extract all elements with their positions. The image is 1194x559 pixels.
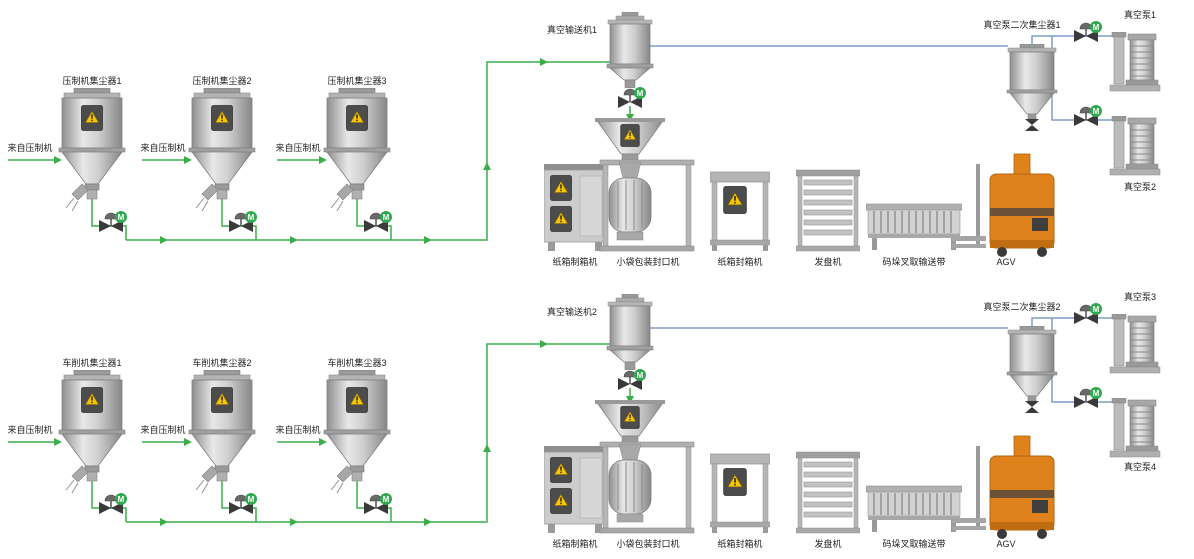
source-label: 来自压制机	[275, 143, 321, 153]
equipment-label: 纸箱封箱机	[717, 257, 763, 267]
collector-label: 车削机集尘器1	[62, 358, 122, 368]
source-label: 来自压制机	[7, 143, 53, 153]
pump-label: 真空泵4	[1123, 462, 1157, 472]
equipment-label: 纸箱封箱机	[717, 539, 763, 549]
vacuum-conveyor-label: 真空输送机1	[546, 25, 598, 35]
equipment-label: AGV	[996, 539, 1016, 549]
pump-label: 真空泵2	[1123, 182, 1157, 192]
source-label: 来自压制机	[275, 425, 321, 435]
collector-label: 车削机集尘器3	[327, 358, 387, 368]
equipment-label: AGV	[996, 257, 1016, 267]
pump-label: 真空泵1	[1123, 10, 1157, 20]
collector-label: 压制机集尘器1	[62, 76, 122, 86]
secondary-collector-label: 真空泵二次集尘器1	[983, 20, 1061, 30]
source-label: 来自压制机	[140, 425, 186, 435]
secondary-collector-label: 真空泵二次集尘器2	[983, 302, 1061, 312]
equipment-label: 纸箱制箱机	[552, 257, 598, 267]
vacuum-conveyor-label: 真空输送机2	[546, 307, 598, 317]
pump-label: 真空泵3	[1123, 292, 1157, 302]
equipment-label: 发盘机	[814, 539, 842, 549]
equipment-label: 小袋包装封口机	[616, 257, 680, 267]
collector-label: 压制机集尘器2	[192, 76, 252, 86]
collector-label: 车削机集尘器2	[192, 358, 252, 368]
equipment-label: 小袋包装封口机	[616, 539, 680, 549]
equipment-label: 码垛叉取输送带	[882, 257, 946, 267]
line-2-graphics	[8, 294, 1160, 539]
line-1-graphics	[8, 12, 1160, 257]
equipment-label: 纸箱制箱机	[552, 539, 598, 549]
equipment-label: 码垛叉取输送带	[882, 539, 946, 549]
equipment-label: 发盘机	[814, 257, 842, 267]
collector-label: 压制机集尘器3	[327, 76, 387, 86]
source-label: 来自压制机	[140, 143, 186, 153]
source-label: 来自压制机	[7, 425, 53, 435]
